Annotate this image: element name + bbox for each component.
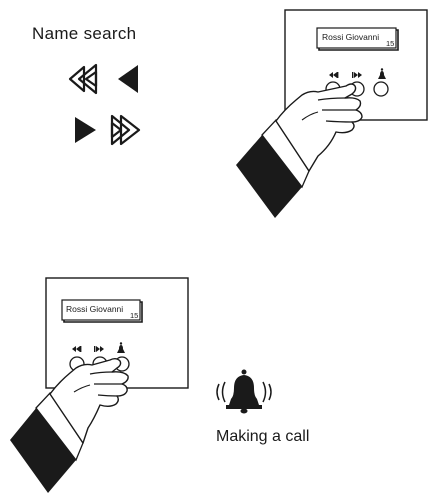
bell-button-icon bbox=[117, 342, 125, 353]
name-display bbox=[316, 27, 399, 51]
next-button-icon bbox=[94, 346, 104, 352]
play-triangle-icon bbox=[75, 117, 96, 143]
pointing-hand-bottom bbox=[10, 358, 129, 493]
fast-forward-icon bbox=[110, 114, 141, 146]
display-number-text: 15 bbox=[386, 39, 394, 48]
pointing-hand-top bbox=[236, 83, 363, 218]
ringing-bell-icon bbox=[216, 369, 272, 414]
next-button-icon bbox=[352, 72, 362, 78]
prev-button-icon bbox=[72, 346, 82, 352]
display-name-text: Rossi Giovanni bbox=[322, 32, 379, 42]
making-call-label: Making a call bbox=[216, 428, 310, 445]
prev-button-icon bbox=[329, 72, 339, 78]
display-name-text: Rossi Giovanni bbox=[66, 304, 123, 314]
call-bell-button[interactable] bbox=[373, 81, 389, 97]
bell-button-icon bbox=[378, 68, 386, 79]
name-search-title: Name search bbox=[32, 24, 137, 43]
name-display bbox=[61, 299, 143, 323]
fast-rewind-icon bbox=[68, 63, 98, 95]
rewind-triangle-icon bbox=[118, 65, 138, 93]
display-number-text: 15 bbox=[130, 311, 138, 320]
intercom-panel-bottom bbox=[45, 277, 189, 389]
